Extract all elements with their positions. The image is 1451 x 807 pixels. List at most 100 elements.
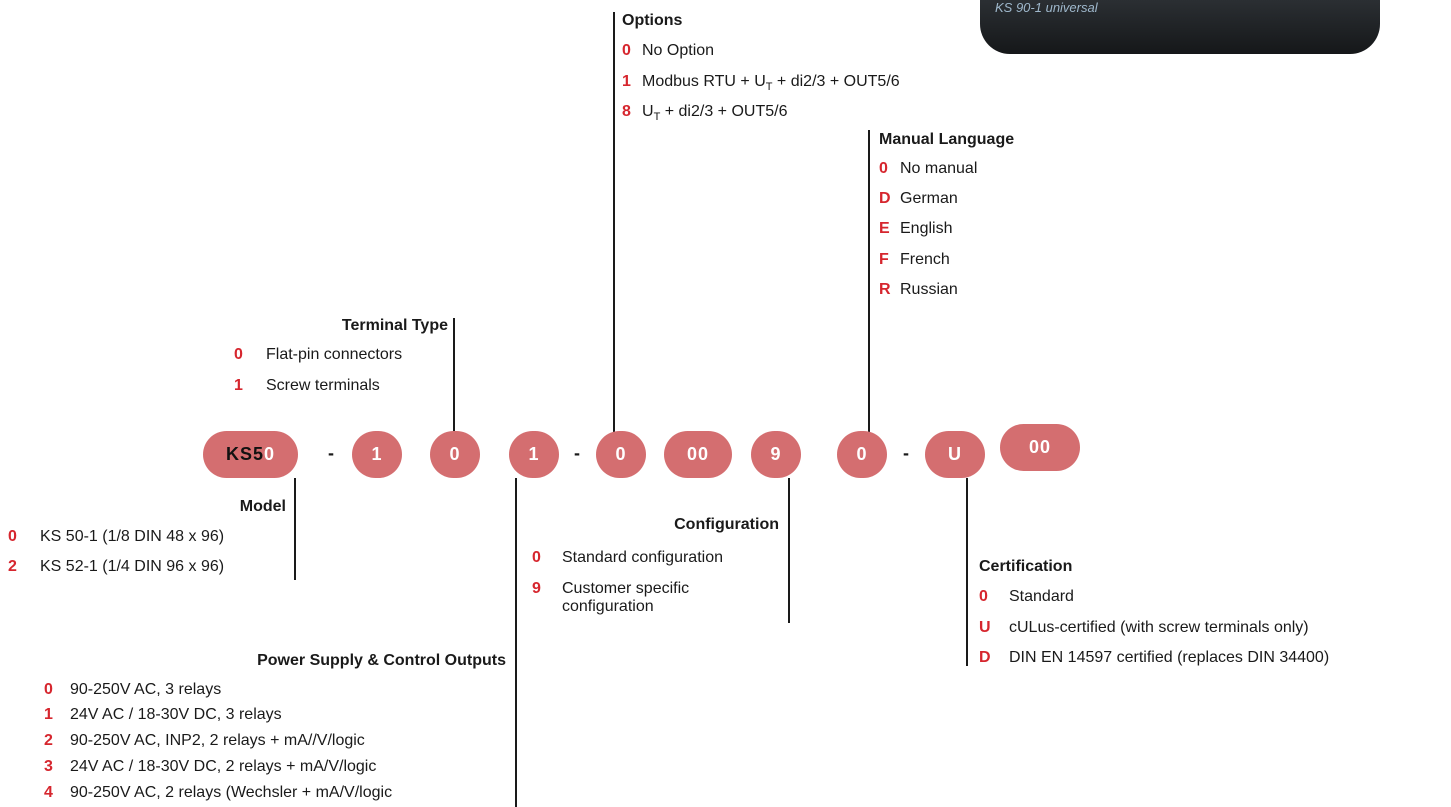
- option-code: 0: [622, 42, 631, 59]
- language-text: English: [900, 220, 953, 237]
- language-text: German: [900, 190, 958, 207]
- certification-title: Certification: [979, 558, 1073, 575]
- certification-item: 0 Standard: [979, 587, 1074, 607]
- model-item: 2 KS 52-1 (1/4 DIN 96 x 96): [8, 557, 224, 577]
- manual-language-item: R Russian: [879, 280, 958, 300]
- model-connector-line: [294, 478, 296, 580]
- certification-item: D DIN EN 14597 certified (replaces DIN 34…: [979, 648, 1329, 668]
- language-code: E: [879, 220, 890, 237]
- model-code: 0: [8, 528, 17, 545]
- power-supply-title: Power Supply & Control Outputs: [257, 652, 506, 669]
- power-supply-code: 0: [44, 681, 53, 698]
- option-code: 8: [622, 103, 631, 120]
- configuration-text: Standard configuration: [562, 549, 723, 566]
- model-item: 0 KS 50-1 (1/8 DIN 48 x 96): [8, 527, 224, 547]
- terminal-type-item: 0 Flat-pin connectors: [234, 345, 402, 365]
- language-text: Russian: [900, 281, 958, 298]
- power-supply-code: 4: [44, 784, 53, 801]
- terminal-type-item: 1 Screw terminals: [234, 376, 380, 396]
- manual-language-item: E English: [879, 219, 952, 239]
- code-pill: 00: [1000, 424, 1080, 471]
- certification-text: DIN EN 14597 certified (replaces DIN 344…: [1009, 649, 1330, 666]
- manual-language-connector-line: [868, 130, 870, 432]
- options-title: Options: [622, 12, 683, 29]
- terminal-type-title: Terminal Type: [341, 317, 448, 334]
- power-supply-item: 0 90-250V AC, 3 relays: [44, 680, 221, 700]
- terminal-type-connector-line: [453, 318, 455, 432]
- configuration-code: 0: [532, 549, 541, 566]
- configuration-connector-line: [788, 478, 790, 623]
- certification-connector-line: [966, 478, 968, 666]
- code-pill: 1: [352, 431, 402, 478]
- certification-code: 0: [979, 588, 988, 605]
- code-pill: 0: [837, 431, 887, 478]
- model-text: KS 52-1 (1/4 DIN 96 x 96): [40, 558, 225, 575]
- configuration-code: 9: [532, 580, 541, 597]
- options-connector-line: [613, 12, 615, 432]
- code-pill: 0: [430, 431, 480, 478]
- option-text: No Option: [642, 42, 715, 59]
- manual-language-item: 0 No manual: [879, 159, 977, 179]
- power-supply-code: 3: [44, 758, 53, 775]
- configuration-text: Customer specific: [562, 580, 690, 597]
- manual-language-item: F French: [879, 250, 950, 270]
- code-pill: 0: [596, 431, 646, 478]
- language-code: R: [879, 281, 891, 298]
- certification-text: Standard: [1009, 588, 1074, 605]
- power-supply-item: 4 90-250V AC, 2 relays (Wechsler + mA/V/l…: [44, 783, 392, 803]
- option-subscript: T: [765, 81, 773, 93]
- code-pill: 1: [509, 431, 559, 478]
- code-separator: -: [903, 443, 909, 463]
- configuration-item: 0 Standard configuration: [532, 548, 723, 568]
- terminal-text: Screw terminals: [266, 377, 380, 394]
- manual-language-title: Manual Language: [879, 131, 1015, 148]
- power-supply-text: 90-250V AC, INP2, 2 relays + mA//V/logic: [70, 732, 365, 749]
- language-text: No manual: [900, 160, 978, 177]
- model-code: 2: [8, 558, 17, 575]
- device-label: KS 90-1 universal: [995, 0, 1098, 15]
- code-pill-prefix: KS5: [225, 444, 264, 464]
- power-supply-text: 90-250V AC, 2 relays (Wechsler + mA/V/lo…: [70, 784, 393, 801]
- power-supply-text: 24V AC / 18-30V DC, 3 relays: [70, 706, 282, 723]
- language-code: D: [879, 190, 891, 207]
- certification-code: U: [979, 619, 991, 636]
- options-item: 0 No Option: [622, 41, 714, 61]
- terminal-code: 1: [234, 377, 243, 394]
- option-code: 1: [622, 73, 631, 90]
- terminal-code: 0: [234, 346, 243, 363]
- power-supply-item: 3 24V AC / 18-30V DC, 2 relays + mA/V/log…: [44, 757, 376, 777]
- code-pill: 00: [664, 431, 732, 478]
- power-supply-connector-line: [515, 478, 517, 807]
- power-supply-item: 2 90-250V AC, INP2, 2 relays + mA//V/logi…: [44, 731, 365, 751]
- code-pill: U: [925, 431, 985, 478]
- certification-code: D: [979, 649, 991, 666]
- option-text: Modbus RTU + U: [642, 73, 766, 90]
- option-text: + di2/3 + OUT5/6: [772, 73, 900, 90]
- power-supply-code: 1: [44, 706, 53, 723]
- option-text: + di2/3 + OUT5/6: [660, 103, 788, 120]
- language-text: French: [900, 251, 950, 268]
- options-item: 1 Modbus RTU + UT + di2/3 + OUT5/6: [622, 72, 900, 97]
- language-code: 0: [879, 160, 888, 177]
- option-subscript: T: [653, 111, 661, 123]
- manual-language-item: D German: [879, 189, 958, 209]
- configuration-item: 9 Customer specific: [532, 579, 689, 599]
- code-separator: -: [574, 443, 580, 463]
- certification-text: cULus-certified (with screw terminals on…: [1009, 619, 1309, 636]
- power-supply-text: 90-250V AC, 3 relays: [70, 681, 222, 698]
- power-supply-text: 24V AC / 18-30V DC, 2 relays + mA/V/logi…: [70, 758, 377, 775]
- terminal-text: Flat-pin connectors: [266, 346, 403, 363]
- code-pill-model-digit: 0: [264, 444, 276, 464]
- configuration-item-continued: configuration: [562, 598, 654, 615]
- code-pill: 9: [751, 431, 801, 478]
- language-code: F: [879, 251, 889, 268]
- option-text: U: [642, 103, 654, 120]
- model-text: KS 50-1 (1/8 DIN 48 x 96): [40, 528, 225, 545]
- device-image: [980, 0, 1380, 54]
- model-title: Model: [239, 498, 286, 515]
- code-separator: -: [328, 443, 334, 463]
- power-supply-code: 2: [44, 732, 53, 749]
